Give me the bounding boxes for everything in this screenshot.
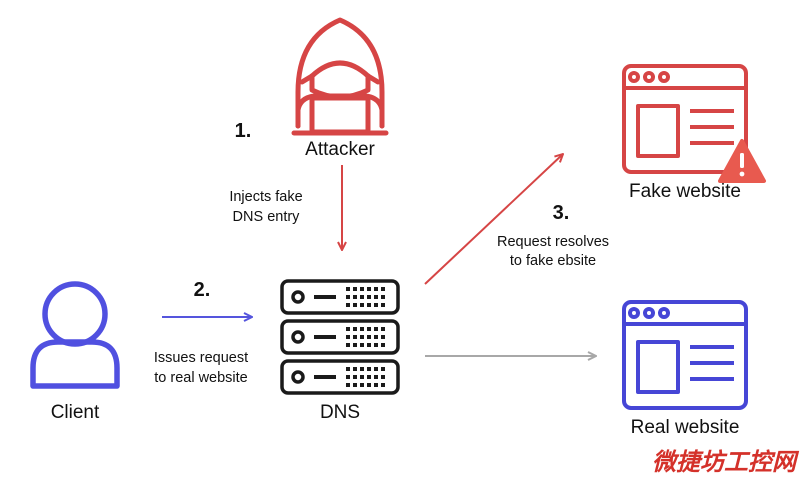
client-label: Client	[51, 402, 100, 423]
step-2-text-line2: to real website	[154, 370, 248, 386]
user-icon	[30, 281, 120, 389]
hooded-hacker-icon	[291, 17, 389, 136]
warning-icon	[718, 139, 766, 183]
step-2-number: 2.	[194, 279, 211, 301]
real-website-label: Real website	[631, 417, 740, 438]
browser-window-icon	[622, 300, 748, 410]
step-3-number: 3.	[553, 202, 570, 224]
watermark: 微捷坊工控网	[652, 448, 800, 476]
resolve-fake-arrow	[424, 154, 563, 285]
dns-label: DNS	[320, 402, 360, 423]
browser-window-warning-icon	[622, 64, 766, 183]
server-stack-icon	[280, 279, 400, 395]
step-3-text-line1: Request resolves	[497, 234, 609, 250]
step-1-number: 1.	[235, 120, 252, 142]
step-2-text-line1: Issues request	[154, 350, 248, 366]
attacker-label: Attacker	[305, 139, 375, 160]
step-3-text-line2: to fake ebsite	[510, 253, 596, 269]
fake-website-label: Fake website	[629, 181, 741, 202]
step-1-text-line2: DNS entry	[233, 209, 301, 225]
step-1-text-line1: Injects fake	[229, 189, 302, 205]
